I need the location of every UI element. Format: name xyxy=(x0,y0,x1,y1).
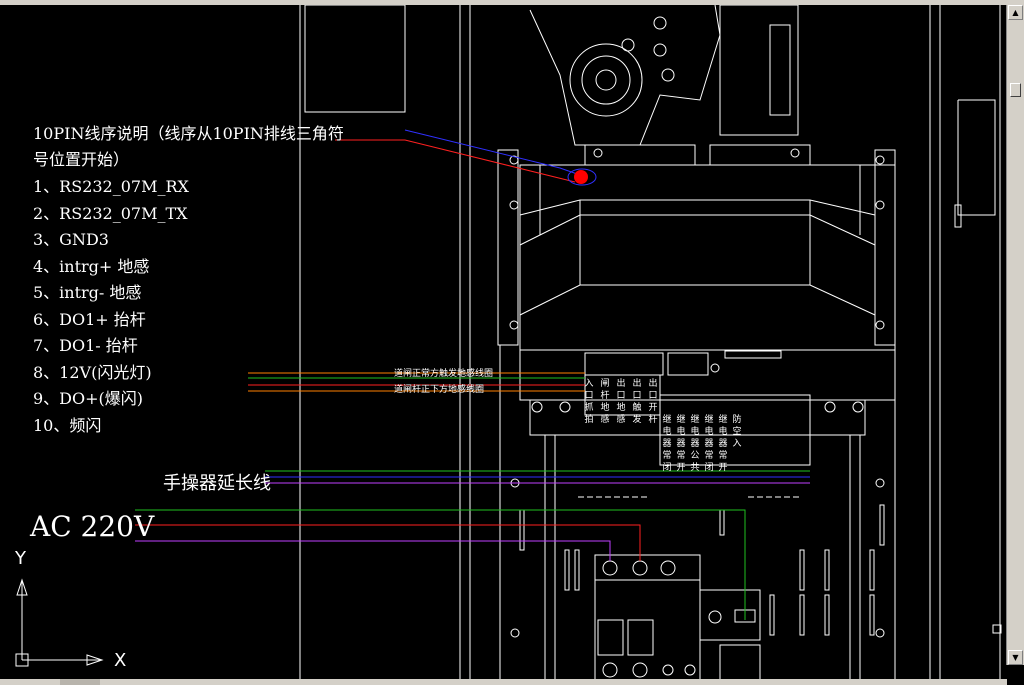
screw xyxy=(559,401,571,413)
pin-item: 1、RS232_07M_RX xyxy=(33,177,189,196)
wiring xyxy=(135,129,810,620)
pin-item: 4、intrg+ 地感 xyxy=(33,256,150,276)
ac-wire-live xyxy=(135,524,641,561)
layout-tab[interactable] xyxy=(60,679,100,685)
rail-left xyxy=(544,434,556,680)
breaker-terminal xyxy=(632,560,648,576)
pin1-marker-dot xyxy=(574,170,588,184)
bolt xyxy=(621,38,635,52)
upper-panel xyxy=(304,5,406,113)
pin-item: 3、GND3 xyxy=(33,230,109,249)
mount-plate xyxy=(709,144,811,166)
outlet-box xyxy=(699,589,761,641)
relay-column-label: 防空入 xyxy=(732,415,742,449)
crank-arm xyxy=(529,5,721,146)
terminal-column-label: 出口开杆 xyxy=(648,379,658,425)
pin-marker-ring xyxy=(567,168,597,186)
breaker-switch xyxy=(627,619,654,656)
breaker-terminal xyxy=(660,560,676,576)
scroll-thumb[interactable] xyxy=(1010,83,1021,97)
screw xyxy=(593,148,603,158)
connector-small xyxy=(667,352,709,376)
terminal-column-label: 入口抓拍 xyxy=(584,379,594,425)
terminal-row-b xyxy=(659,394,811,466)
cad-drawing[interactable] xyxy=(0,5,1007,680)
screw xyxy=(824,401,836,413)
ac-power-label: AC 220V xyxy=(30,510,155,543)
box-edge xyxy=(519,214,876,246)
pin-notes-title-line1: 10PIN线序说明（线序从10PIN排线三角符 xyxy=(33,124,344,143)
barrier-gate-outline xyxy=(299,5,1002,680)
vent-slots xyxy=(519,504,885,636)
relay-column-label: 继电器常闭 xyxy=(704,415,714,473)
circuit-breaker xyxy=(594,554,701,680)
grip-marker xyxy=(992,624,1002,634)
window-top-edge xyxy=(0,0,1024,5)
motor-pulley-inner xyxy=(581,55,631,105)
breaker-terminal xyxy=(602,560,618,576)
relay-column-label: 继电器常开 xyxy=(718,415,728,473)
handset-extension-label: 手操器延长线 xyxy=(163,473,271,494)
pin-notes-title-line2: 号位置开始） xyxy=(33,150,130,169)
bolt xyxy=(653,43,667,57)
screw xyxy=(875,155,885,165)
motor-slot xyxy=(769,24,791,116)
box-edge xyxy=(519,284,876,316)
screw xyxy=(875,200,885,210)
screw xyxy=(790,148,800,158)
pointer-wire-red xyxy=(335,139,576,183)
rail-right xyxy=(849,434,861,680)
arrow-down-icon[interactable]: ▼ xyxy=(1008,650,1023,665)
breaker-switch xyxy=(597,619,624,656)
relay-column-label: 继电器常开 xyxy=(676,415,686,473)
wire-note-1: 道闸正常方触发地感线圈 xyxy=(394,369,494,379)
ucs-axis-icon xyxy=(15,578,104,667)
side-bracket-left xyxy=(497,149,519,346)
side-bracket-right xyxy=(874,149,896,346)
motor-pulley-hub xyxy=(595,69,617,91)
screw xyxy=(509,155,519,165)
bolt xyxy=(653,16,667,30)
pin-item: 5、intrg- 地感 xyxy=(33,283,142,302)
screw xyxy=(509,200,519,210)
horizontal-scrollbar[interactable] xyxy=(0,679,1007,685)
terminal-plate xyxy=(529,399,866,436)
vertical-scrollbar[interactable]: ▲ ▼ xyxy=(1006,5,1024,665)
relay-column-label: 继电器公共 xyxy=(690,415,700,473)
connector-10pin xyxy=(584,352,664,376)
bolt xyxy=(661,68,675,82)
pin-item: 10、频闪 xyxy=(33,415,102,435)
ac-wire-neutral xyxy=(135,540,611,561)
screw xyxy=(509,320,519,330)
connector-row xyxy=(724,350,782,359)
motor-housing xyxy=(719,5,799,136)
screw xyxy=(710,363,720,373)
pin-item: 7、DO1- 抬杆 xyxy=(33,336,138,355)
controller-box xyxy=(519,164,896,351)
wire-note-2: 道闸杆正下方地感线圈 xyxy=(394,385,485,395)
ac-wire-ground xyxy=(135,509,746,620)
pin-item: 9、DO+(爆闪) xyxy=(33,389,144,408)
box-edge xyxy=(519,199,876,216)
x-axis-label: X xyxy=(114,650,127,671)
pin-item: 8、12V(闪光灯) xyxy=(33,362,152,382)
screw xyxy=(852,401,864,413)
terminal-column-label: 出口触发 xyxy=(632,379,642,425)
pointer-wire-blue xyxy=(404,129,581,176)
terminal-column-label: 出口地感 xyxy=(616,379,626,425)
pin-item: 6、DO1+ 抬杆 xyxy=(33,309,146,329)
terminal-column-label: 闸杆地感 xyxy=(600,379,610,425)
screw xyxy=(531,401,543,413)
motor-pulley xyxy=(569,43,643,117)
right-bracket xyxy=(957,99,996,216)
arrow-up-icon[interactable]: ▲ xyxy=(1008,5,1023,20)
ground-terminal xyxy=(719,644,761,680)
relay-column-label: 继电器常闭 xyxy=(662,415,672,473)
pin-item: 2、RS232_07M_TX xyxy=(33,203,188,223)
screw xyxy=(875,320,885,330)
y-axis-label: Y xyxy=(15,548,26,569)
